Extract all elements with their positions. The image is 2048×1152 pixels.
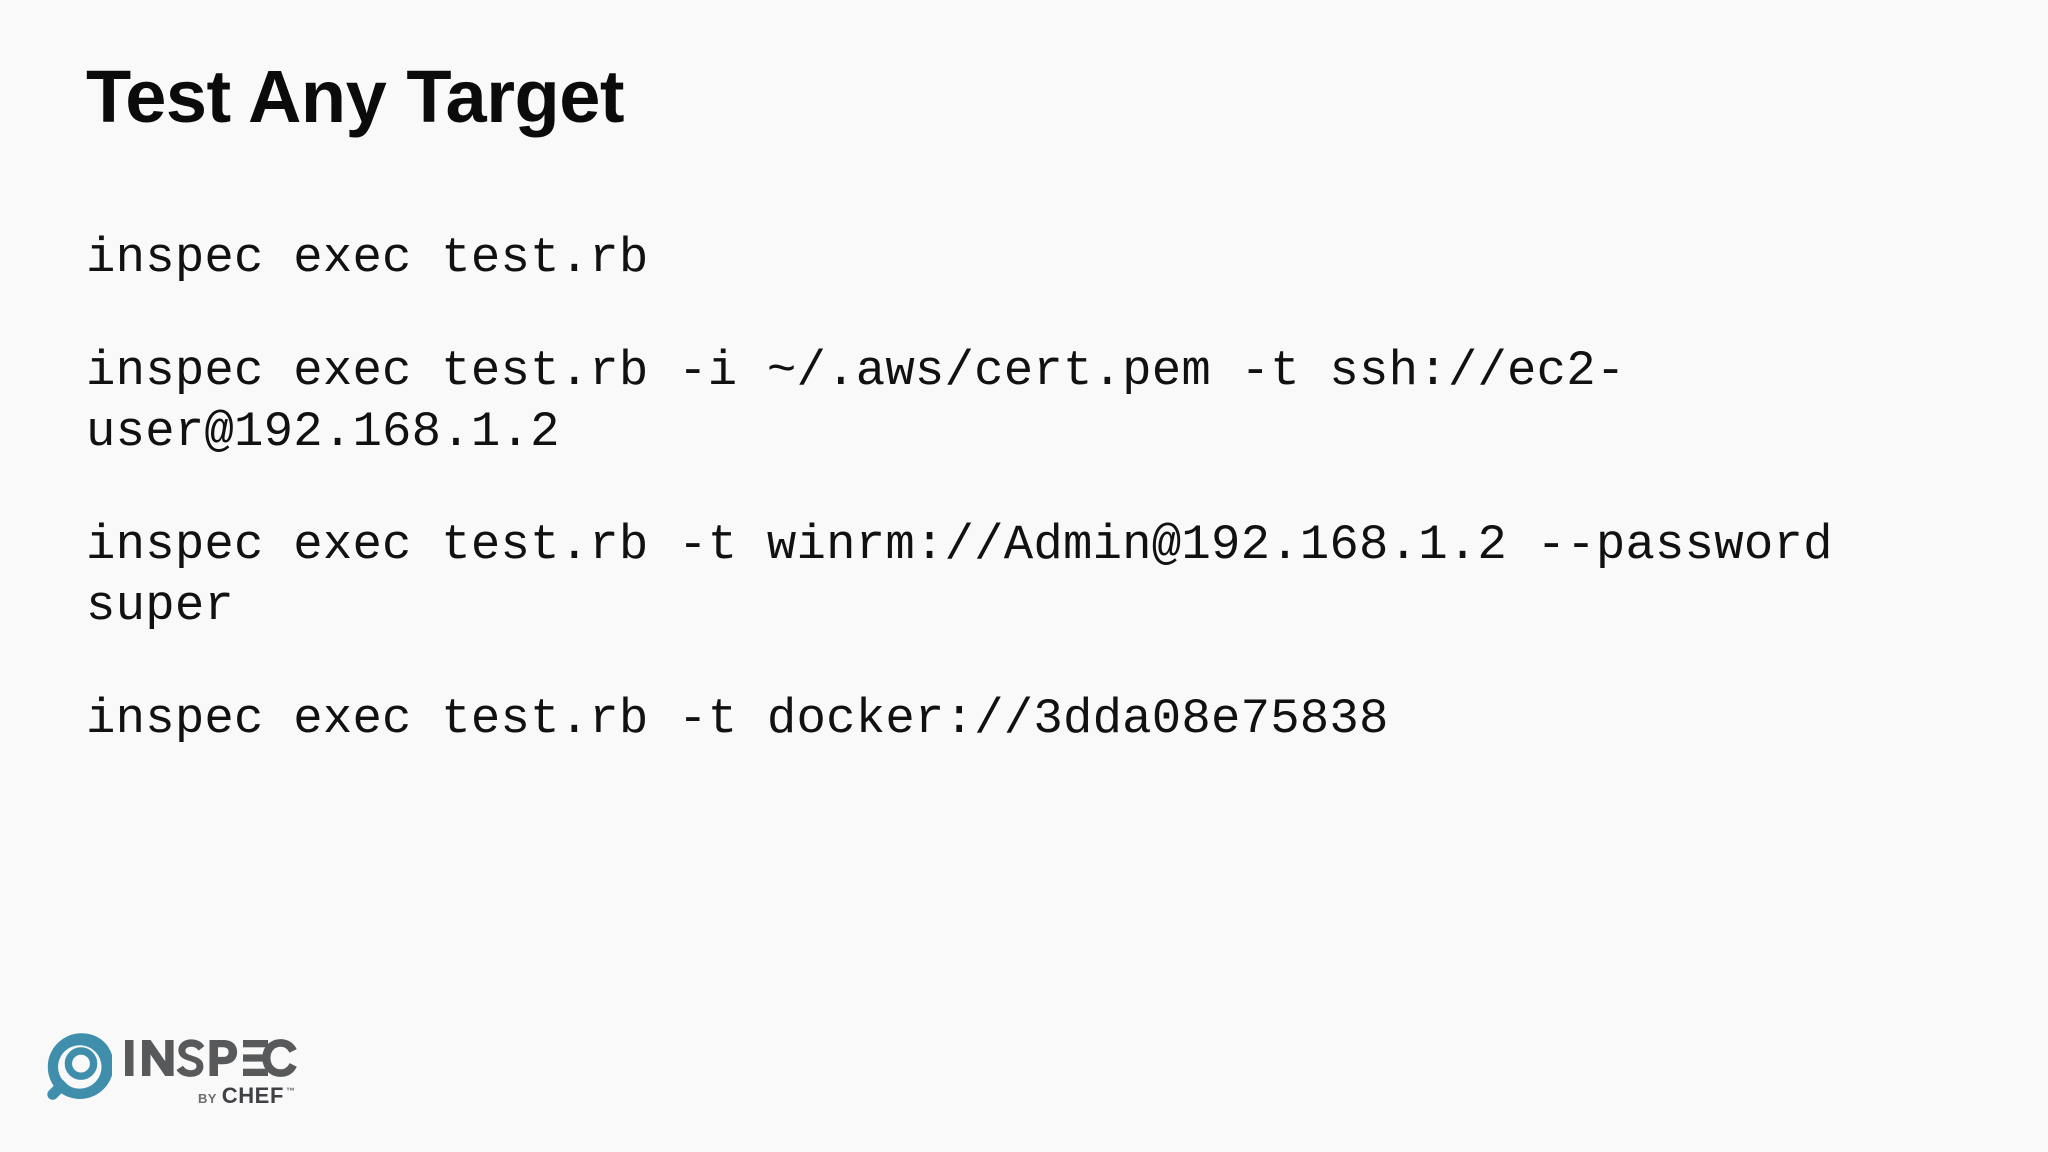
inspec-logo-byline: BY CHEF ™: [198, 1083, 295, 1109]
byline-brand: CHEF: [221, 1083, 284, 1108]
inspec-magnifier-icon: [44, 1032, 112, 1100]
byline-by-label: BY: [198, 1091, 217, 1106]
inspec-wordmark-text: [125, 1038, 297, 1078]
inspec-wordmark: BY CHEF ™: [125, 1032, 297, 1109]
command-line-ssh: inspec exec test.rb -i ~/.aws/cert.pem -…: [86, 343, 1626, 460]
command-line-docker: inspec exec test.rb -t docker://3dda08e7…: [86, 691, 1389, 747]
byline-trademark: ™: [286, 1086, 295, 1096]
command-line-winrm: inspec exec test.rb -t winrm://Admin@192…: [86, 517, 1863, 634]
inspec-logo: BY CHEF ™: [44, 1032, 297, 1109]
command-line-local: inspec exec test.rb: [86, 230, 649, 286]
page-title: Test Any Target: [86, 55, 625, 138]
command-list: inspec exec test.rb inspec exec test.rb …: [86, 228, 1966, 750]
